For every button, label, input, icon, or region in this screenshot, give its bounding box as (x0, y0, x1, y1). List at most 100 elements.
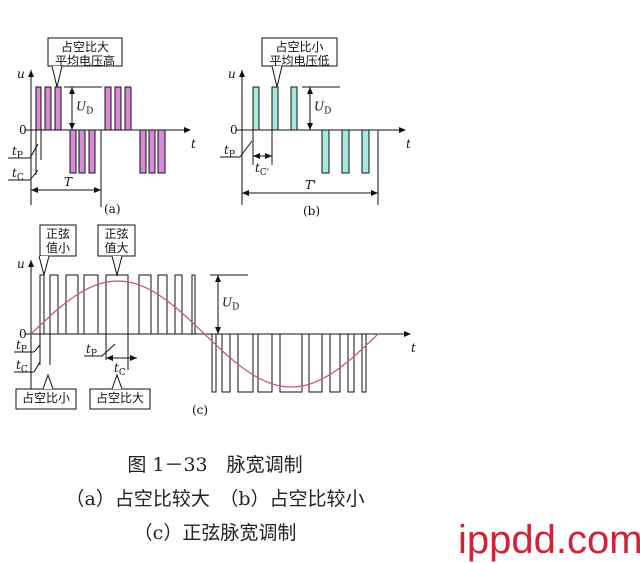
a-ud-arrow-icon (69, 123, 75, 130)
c-tp2-leader (101, 343, 116, 357)
c-tc2-arrow-icon (106, 355, 113, 361)
c-callout-large-text: 正弦 (104, 226, 128, 241)
b-x-label: t (406, 137, 411, 151)
b-origin-label: 0 (230, 123, 238, 137)
c-pulse (221, 333, 231, 393)
a-pulse (54, 86, 62, 131)
c-pulse (279, 333, 303, 393)
b-tc-arrow-icon (265, 153, 272, 159)
c-callout-large-pointer (111, 255, 123, 277)
b-callout-text: 占空比小 (275, 39, 323, 54)
b-ud-arrow-icon (307, 87, 313, 94)
a-origin-label: 0 (19, 123, 27, 137)
c-callout-duty-small-pointer (42, 373, 54, 390)
c-pulse (105, 274, 129, 335)
c-y-arrow-icon (28, 260, 34, 267)
b-period-arrow-icon (371, 190, 378, 196)
a-pulse (104, 86, 112, 131)
b-callout-text: 平均电压低 (269, 54, 329, 68)
c-pulse (347, 333, 355, 393)
c-callout-large-box (97, 224, 136, 257)
c-sine-wave (30, 280, 379, 388)
c-pulse (157, 274, 168, 335)
c-callout-large-text: 值大 (104, 240, 128, 255)
c-tc2-arrow-icon (130, 355, 137, 361)
c-tp-leader (33, 344, 41, 353)
a-ud-label: UD (76, 100, 93, 117)
a-pulse (139, 129, 147, 174)
c-pulse (361, 333, 367, 393)
b-y-arrow-icon (239, 70, 245, 77)
c-x-arrow-icon (404, 331, 411, 337)
b-ud-arrow-icon (307, 123, 313, 130)
a-x-label: t (191, 137, 196, 151)
c-ud-label: UD (222, 296, 239, 313)
c-pulse (174, 274, 183, 335)
b-tc-arrow-icon (253, 153, 260, 159)
a-pulse (88, 129, 96, 174)
a-tc-leader (29, 169, 39, 181)
c-callout-duty-large-text: 占空比大 (96, 390, 144, 405)
a-callout-text: 占空比大 (61, 39, 109, 54)
c-tag: (c) (192, 403, 208, 417)
c-callout-duty-large-pointer (111, 373, 123, 390)
a-pulse (157, 129, 166, 174)
a-tc-label: tC (12, 166, 24, 183)
b-y-label: u (228, 67, 236, 81)
b-pulse (341, 129, 350, 174)
b-tc-label: tC' (255, 161, 269, 178)
c-pulse (83, 274, 99, 335)
b-pulse (252, 86, 260, 131)
a-tag: (a) (104, 202, 121, 216)
a-period-arrow-icon (94, 187, 101, 193)
c-pulse (257, 333, 273, 393)
a-pulse (114, 86, 122, 131)
c-pulse (237, 333, 254, 393)
a-pulse (44, 86, 52, 131)
a-y-arrow-icon (28, 70, 34, 77)
a-period-arrow-icon (31, 187, 38, 193)
a-pulse (35, 86, 42, 131)
a-callout-box (47, 37, 123, 67)
b-tp-label: tP (224, 143, 235, 160)
c-pulse (308, 333, 323, 393)
c-y-label: u (17, 257, 25, 271)
c-ud-arrow-icon (215, 327, 221, 334)
c-pulse (49, 274, 59, 335)
caption-c: （c）正弦脉宽调制 (133, 522, 297, 544)
c-tp-label: tP (16, 338, 27, 355)
c-callout-small-pointer (38, 255, 50, 277)
a-period-label: T (64, 175, 73, 189)
c-ud-arrow-icon (215, 275, 221, 282)
c-tp2-label: tP (86, 342, 97, 359)
c-origin-label: 0 (19, 327, 27, 341)
watermark: ippdd.com (458, 518, 640, 562)
c-tc-leader (33, 361, 41, 373)
b-pulse (271, 86, 279, 131)
a-pulse (124, 86, 132, 131)
b-callout-pointer (271, 65, 283, 88)
caption-ab: （a）占空比较大 （b）占空比较小 (65, 488, 365, 510)
c-callout-small-box (39, 224, 77, 257)
a-x-arrow-icon (184, 127, 191, 133)
c-pulse (191, 274, 196, 335)
c-tc2-label: tC (114, 361, 126, 378)
c-callout-duty-small-text: 占空比小 (22, 390, 70, 405)
figure-title: 图 1－33 脉宽调制 (127, 454, 303, 476)
a-pulse (69, 129, 77, 174)
b-callout-box (261, 37, 338, 67)
c-pulse (329, 333, 341, 393)
a-pulse (148, 129, 156, 174)
c-callout-small-text: 值小 (46, 240, 70, 255)
a-ud-arrow-icon (69, 87, 75, 94)
b-ud-label: UD (314, 100, 331, 117)
c-x-label: t (411, 341, 416, 355)
c-pulse (138, 274, 152, 335)
b-pulse (290, 86, 298, 131)
c-callout-small-text: 正弦 (46, 226, 70, 241)
b-pulse (361, 129, 370, 174)
c-tc-label: tC (16, 358, 28, 375)
b-period-arrow-icon (242, 190, 249, 196)
